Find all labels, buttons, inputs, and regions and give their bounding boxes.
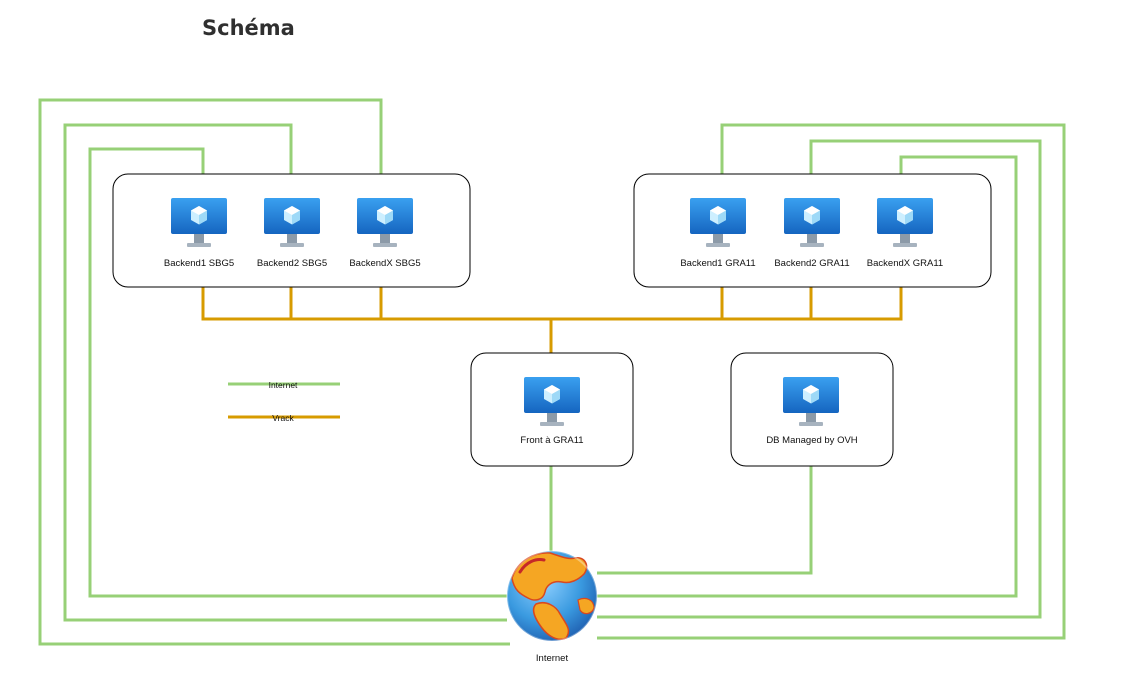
page-title: Schéma <box>202 16 295 40</box>
legend: Internet Vrack <box>228 380 340 423</box>
internet-node[interactable]: Internet <box>506 550 598 664</box>
vm-label: Backend2 SBG5 <box>257 258 327 269</box>
internet-link-backend2-sbg5 <box>63 123 507 622</box>
internet-link-backend1-sbg5 <box>88 147 507 598</box>
vm-backend2-sbg5[interactable]: Backend2 SBG5 <box>257 198 327 269</box>
vm-label: BackendX GRA11 <box>867 258 943 269</box>
db-label: DB Managed by OVH <box>766 435 857 446</box>
internet-label: Internet <box>536 653 569 664</box>
front-label: Front à GRA11 <box>520 435 583 446</box>
vm-label: BackendX SBG5 <box>349 258 420 269</box>
internet-link-backendx-sbg5 <box>38 98 510 646</box>
vm-backend1-gra11[interactable]: Backend1 GRA11 <box>680 198 756 269</box>
globe-icon <box>506 550 598 642</box>
vm-label: Backend2 GRA11 <box>774 258 849 269</box>
internet-link-backendx-gra11 <box>597 155 1018 598</box>
internet-link-backend1-gra11 <box>597 123 1066 640</box>
internet-link-backend2-gra11 <box>597 139 1042 619</box>
vm-backend1-sbg5[interactable]: Backend1 SBG5 <box>164 198 234 269</box>
front-node[interactable]: Front à GRA11 <box>470 352 634 467</box>
gra-backend-group[interactable]: Backend1 GRA11 Backend2 GRA11 BackendX G… <box>633 173 992 288</box>
db-node[interactable]: DB Managed by OVH <box>730 352 894 467</box>
vm-label: Backend1 GRA11 <box>680 258 755 269</box>
vm-backend2-gra11[interactable]: Backend2 GRA11 <box>774 198 850 269</box>
sbg-backend-group[interactable]: Backend1 SBG5 Backend2 SBG5 BackendX SBG… <box>112 173 471 288</box>
legend-internet-label: Internet <box>269 380 298 390</box>
legend-vrack-label: Vrack <box>272 413 294 423</box>
vrack-links <box>201 287 903 353</box>
internet-links <box>38 98 1066 646</box>
vm-label: Backend1 SBG5 <box>164 258 234 269</box>
vm-backendx-gra11[interactable]: BackendX GRA11 <box>867 198 943 269</box>
vm-backendx-sbg5[interactable]: BackendX SBG5 <box>349 198 421 269</box>
internet-link-db <box>597 466 813 575</box>
